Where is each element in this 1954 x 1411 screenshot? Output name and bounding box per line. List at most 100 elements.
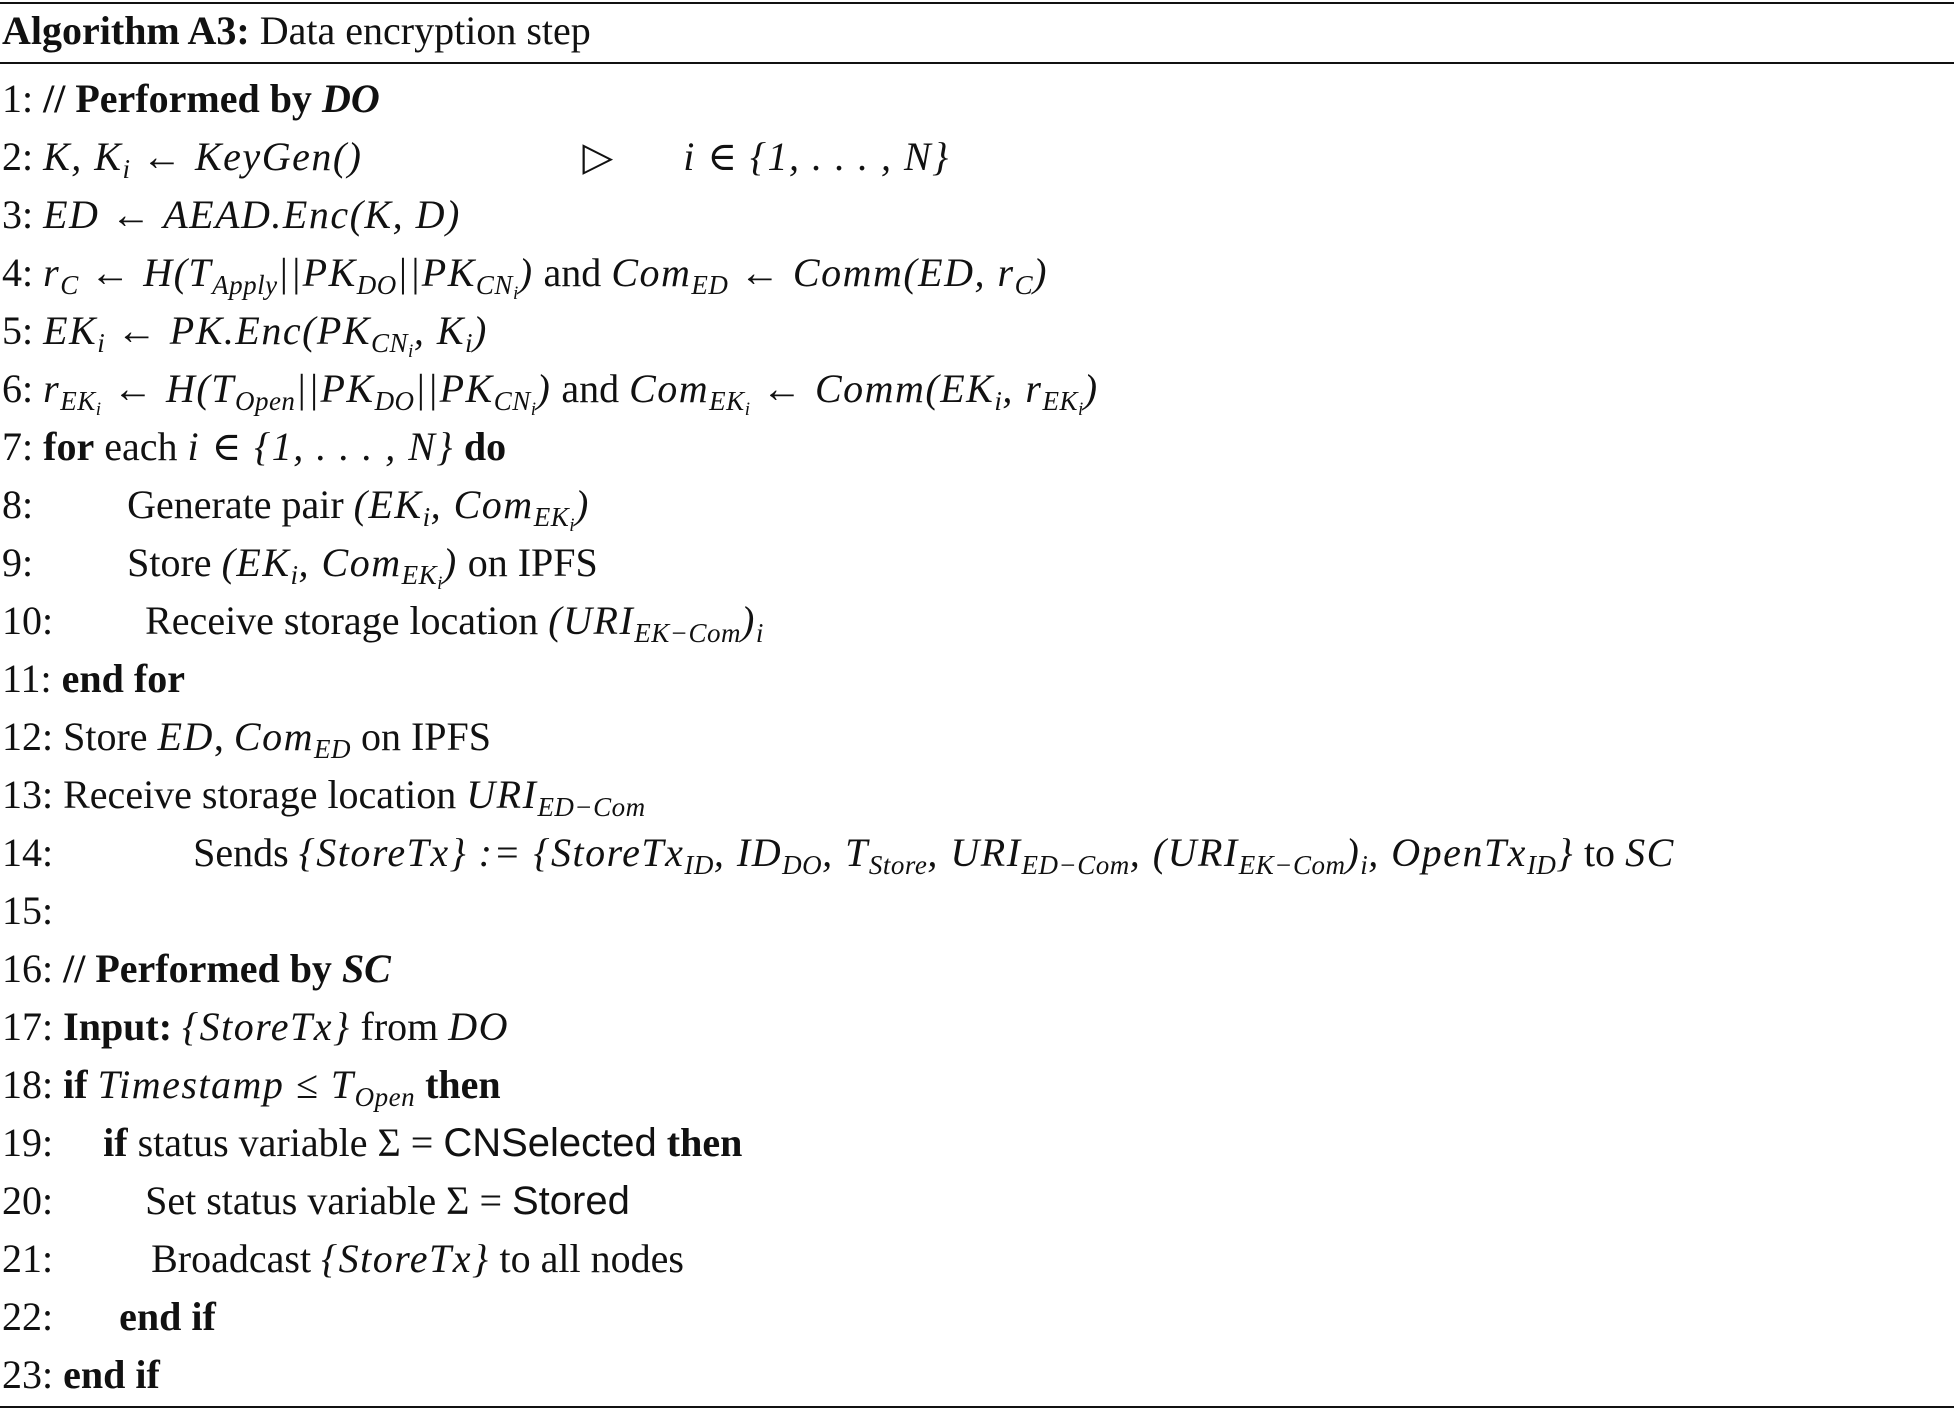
math-text: PK <box>302 250 357 295</box>
keyword-if: if <box>63 1062 88 1107</box>
algo-line-20: 20: Set status variable Σ = Stored <box>2 1172 630 1230</box>
math-sub: i <box>122 154 131 184</box>
math-text: Com <box>233 714 314 759</box>
bottom-rule <box>0 1406 1954 1408</box>
math-text: PK <box>316 308 372 353</box>
line-number: 21: <box>2 1236 54 1281</box>
math-text: Com <box>611 250 692 295</box>
statement-text: on IPFS <box>360 714 492 759</box>
line-number: 2: <box>2 134 34 179</box>
statement-text: Broadcast <box>151 1236 312 1281</box>
connector-text: and <box>543 250 602 295</box>
line-number: 18: <box>2 1062 54 1107</box>
math-sub: DO <box>374 386 415 416</box>
math-sub: CN <box>475 270 513 300</box>
math-text: EK <box>368 482 423 527</box>
rek-statement: rEKi ← H(TOpen||PKDO||PKCNi) <box>43 366 552 420</box>
statement-text: to all nodes <box>499 1236 684 1281</box>
line-number: 9: <box>2 540 34 585</box>
keyword-if: if <box>103 1120 128 1165</box>
math-sub: Store <box>868 850 928 880</box>
algo-line-21: 21: Broadcast {StoreTx} to all nodes <box>2 1230 684 1288</box>
line-number: 20: <box>2 1178 54 1223</box>
statement-text: Set status variable Σ = <box>145 1178 502 1223</box>
keyword-do: do <box>463 424 507 469</box>
algo-line-15: 15: <box>2 882 53 940</box>
algo-line-11: 11: end for <box>2 650 185 708</box>
keyword-input: Input: <box>63 1004 173 1049</box>
line-number: 10: <box>2 598 54 643</box>
keyword-then: then <box>666 1120 743 1165</box>
com-ek-statement: ComEKi ← Comm(EKi, rEKi) <box>629 366 1099 420</box>
keyword-end-for: end for <box>61 656 185 701</box>
math-text: K, K <box>43 134 123 179</box>
math-text: PK <box>421 250 476 295</box>
keyword-then: then <box>425 1062 501 1107</box>
line-number: 16: <box>2 946 54 991</box>
math-text: Com <box>629 366 710 411</box>
math-sub: Open <box>354 1082 416 1112</box>
com-ed-statement: ComED ← Comm(ED, rC) <box>611 250 1048 300</box>
math-sub: EK <box>401 560 438 590</box>
top-rule <box>0 2 1954 4</box>
statement-text: status variable Σ = <box>137 1120 434 1165</box>
line-number: 7: <box>2 424 34 469</box>
line-number: 17: <box>2 1004 54 1049</box>
comment-entity: SC <box>341 946 391 991</box>
statement-text: to <box>1583 830 1616 875</box>
math-text: ← KeyGen() <box>142 134 363 179</box>
math-text: Timestamp <box>97 1062 285 1107</box>
keyword-for: for <box>43 424 95 469</box>
math-text: Com <box>321 540 402 585</box>
math-text: Com <box>453 482 534 527</box>
math-sub: EK−Com <box>1238 850 1346 880</box>
for-text: each <box>104 424 178 469</box>
algo-line-13: 13: Receive storage location URIED−Com <box>2 766 646 824</box>
comment-text: // Performed by <box>63 946 332 991</box>
math-sub: Open <box>234 386 296 416</box>
store-tx-definition: {StoreTx} := {StoreTxID, IDDO, TStore, U… <box>298 830 1574 880</box>
pair-math: (EKi, ComEKi) <box>221 540 458 594</box>
algo-line-10: 10: Receive storage location (URIEK−Com)… <box>2 592 764 650</box>
algo-line-14: 14: Sends {StoreTx} := {StoreTxID, IDDO,… <box>2 824 1675 882</box>
caption-rule <box>0 62 1954 64</box>
statement-text: Receive storage location <box>145 598 539 643</box>
algo-line-1: 1: // Performed by DO <box>2 70 380 128</box>
algo-line-16: 16: // Performed by SC <box>2 940 391 998</box>
line-number: 1: <box>2 76 34 121</box>
math-text: URI <box>466 772 538 817</box>
math-text: {StoreTx} <box>321 1236 490 1281</box>
algo-line-22: 22: end if <box>2 1288 216 1346</box>
algo-line-23: 23: end if <box>2 1346 160 1404</box>
line-number: 8: <box>2 482 34 527</box>
line-number: 23: <box>2 1352 54 1397</box>
line-number: 4: <box>2 250 34 295</box>
statement-text: Receive storage location <box>63 772 457 817</box>
for-range: i ∈ {1, . . . , N} <box>187 424 454 469</box>
line-number: 6: <box>2 366 34 411</box>
line-number: 12: <box>2 714 54 759</box>
math-text: ED <box>157 714 214 759</box>
algo-line-5: 5: EKi ← PK.Enc(PKCNi, Ki) <box>2 302 488 361</box>
uri-ed-math: URIED−Com <box>466 772 645 821</box>
connector-text: and <box>561 366 620 411</box>
math-text: URI <box>563 598 635 643</box>
com-ed-math: ComED <box>233 714 351 763</box>
math-text: EK <box>236 540 291 585</box>
line-number: 19: <box>2 1120 54 1165</box>
algo-line-19: 19: if status variable Σ = CNSelected th… <box>2 1114 742 1172</box>
math-sub: EK−Com <box>634 618 741 648</box>
statement-text: on IPFS <box>467 540 598 585</box>
math-sub: EK <box>533 502 570 532</box>
line-number: 15: <box>2 888 54 933</box>
statement-text: Sends <box>193 830 289 875</box>
aead-statement: ED ← AEAD.Enc(K, D) <box>43 192 461 237</box>
algo-line-7: 7: for each i ∈ {1, . . . , N} do <box>2 418 506 476</box>
line-number: 11: <box>2 656 52 701</box>
math-text: {StoreTx} <box>298 830 468 875</box>
algo-line-12: 12: Store ED, ComED on IPFS <box>2 708 491 766</box>
math-text: URI <box>950 830 1022 875</box>
math-sub: DO <box>782 850 823 880</box>
status-value: CNSelected <box>443 1121 657 1165</box>
